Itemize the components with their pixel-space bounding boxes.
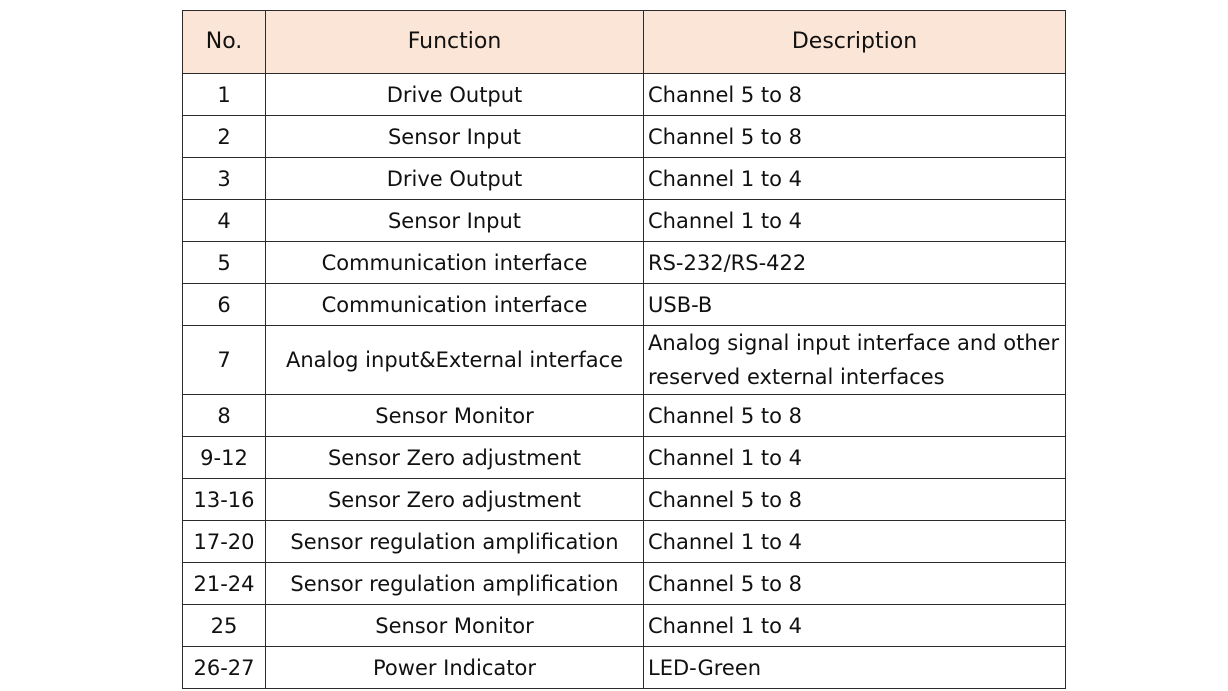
table-row: 7 Analog input&External interface Analog… (182, 325, 1066, 395)
row-description: LED-Green (643, 646, 1066, 689)
row-function: Communication interface (265, 241, 644, 284)
table-row: 4 Sensor Input Channel 1 to 4 (182, 199, 1066, 242)
row-number: 2 (182, 115, 266, 158)
row-number: 26-27 (182, 646, 266, 689)
row-description: Analog signal input interface and other … (643, 325, 1066, 395)
table-row: 21-24 Sensor regulation amplification Ch… (182, 562, 1066, 605)
table-row: 6 Communication interface USB-B (182, 283, 1066, 326)
row-description: Channel 1 to 4 (643, 604, 1066, 647)
row-number: 6 (182, 283, 266, 326)
row-function: Drive Output (265, 73, 644, 116)
table-row: 3 Drive Output Channel 1 to 4 (182, 157, 1066, 200)
row-number: 3 (182, 157, 266, 200)
table-row: 25 Sensor Monitor Channel 1 to 4 (182, 604, 1066, 647)
row-function: Power Indicator (265, 646, 644, 689)
row-function: Sensor regulation amplification (265, 520, 644, 563)
row-description: Channel 5 to 8 (643, 478, 1066, 521)
row-description: RS-232/RS-422 (643, 241, 1066, 284)
row-description: Channel 5 to 8 (643, 562, 1066, 605)
row-number: 1 (182, 73, 266, 116)
row-number: 8 (182, 394, 266, 437)
row-number: 13-16 (182, 478, 266, 521)
header-description: Description (643, 10, 1066, 74)
function-table: No. Function Description 1 Drive Output … (182, 10, 1066, 689)
row-function: Communication interface (265, 283, 644, 326)
row-function: Drive Output (265, 157, 644, 200)
row-function: Sensor Monitor (265, 394, 644, 437)
row-function: Sensor Input (265, 115, 644, 158)
row-function: Sensor Zero adjustment (265, 436, 644, 479)
header-row: No. Function Description (182, 10, 1066, 74)
row-number: 5 (182, 241, 266, 284)
row-description: Channel 5 to 8 (643, 394, 1066, 437)
table-body: 1 Drive Output Channel 5 to 8 2 Sensor I… (182, 73, 1066, 689)
row-function: Analog input&External interface (265, 325, 644, 395)
row-number: 7 (182, 325, 266, 395)
table-row: 5 Communication interface RS-232/RS-422 (182, 241, 1066, 284)
table-row: 26-27 Power Indicator LED-Green (182, 646, 1066, 689)
row-function: Sensor Input (265, 199, 644, 242)
row-description: Channel 1 to 4 (643, 436, 1066, 479)
row-description: USB-B (643, 283, 1066, 326)
row-description: Channel 1 to 4 (643, 520, 1066, 563)
row-number: 25 (182, 604, 266, 647)
table-row: 2 Sensor Input Channel 5 to 8 (182, 115, 1066, 158)
table-row: 8 Sensor Monitor Channel 5 to 8 (182, 394, 1066, 437)
table-row: 13-16 Sensor Zero adjustment Channel 5 t… (182, 478, 1066, 521)
table-row: 1 Drive Output Channel 5 to 8 (182, 73, 1066, 116)
row-number: 9-12 (182, 436, 266, 479)
row-number: 21-24 (182, 562, 266, 605)
header-no: No. (182, 10, 266, 74)
row-function: Sensor Zero adjustment (265, 478, 644, 521)
table-header: No. Function Description (182, 10, 1066, 74)
header-function: Function (265, 10, 644, 74)
row-description: Channel 1 to 4 (643, 157, 1066, 200)
table-row: 9-12 Sensor Zero adjustment Channel 1 to… (182, 436, 1066, 479)
row-number: 17-20 (182, 520, 266, 563)
table-row: 17-20 Sensor regulation amplification Ch… (182, 520, 1066, 563)
row-description: Channel 1 to 4 (643, 199, 1066, 242)
row-description: Channel 5 to 8 (643, 73, 1066, 116)
row-function: Sensor regulation amplification (265, 562, 644, 605)
row-number: 4 (182, 199, 266, 242)
row-function: Sensor Monitor (265, 604, 644, 647)
row-description: Channel 5 to 8 (643, 115, 1066, 158)
